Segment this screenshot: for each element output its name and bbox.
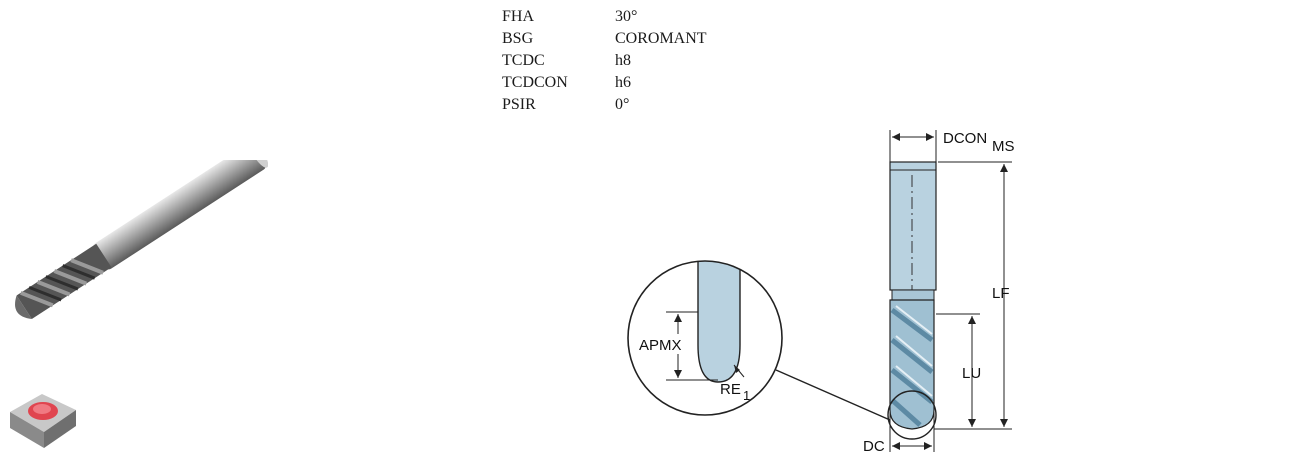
lf-label: LF: [992, 285, 1010, 302]
dcon-sub-label: MS: [992, 138, 1015, 155]
spec-value: h8: [615, 52, 631, 69]
re-label: RE: [720, 381, 741, 398]
spec-row-psir: PSIR 0°: [502, 94, 707, 116]
spec-row-fha: FHA 30°: [502, 6, 707, 28]
lu-label: LU: [962, 365, 981, 382]
spec-key: TCDC: [502, 52, 545, 69]
insert-photo-icon: [10, 394, 76, 448]
tool-dimension-drawing: DCON MS LF LU DC APMX RE 1: [627, 130, 1015, 455]
spec-value: h6: [615, 74, 631, 91]
spec-value: 0°: [615, 96, 630, 113]
dcon-label: DCON: [943, 130, 987, 147]
re-sub-label: 1: [743, 388, 750, 403]
spec-key: PSIR: [502, 96, 536, 113]
detail-magnified-circle: [627, 260, 783, 416]
spec-row-bsg: BSG COROMANT: [502, 28, 707, 50]
detail-callout-circle: [887, 390, 937, 440]
apmx-label: APMX: [639, 337, 682, 354]
spec-table: FHA 30° BSG COROMANT TCDC h8 TCDCON h6 P…: [502, 6, 707, 116]
spec-value: 30°: [615, 8, 638, 25]
spec-key: FHA: [502, 8, 535, 25]
spec-row-tcdcon: TCDCON h6: [502, 72, 707, 94]
shank-outline: [889, 161, 937, 291]
spec-value: COROMANT: [615, 30, 707, 47]
end-mill-photo-icon: [15, 160, 268, 320]
spec-row-tcdc: TCDC h8: [502, 50, 707, 72]
spec-key: TCDCON: [502, 74, 568, 91]
spec-key: BSG: [502, 30, 534, 47]
dc-label: DC: [863, 438, 885, 455]
